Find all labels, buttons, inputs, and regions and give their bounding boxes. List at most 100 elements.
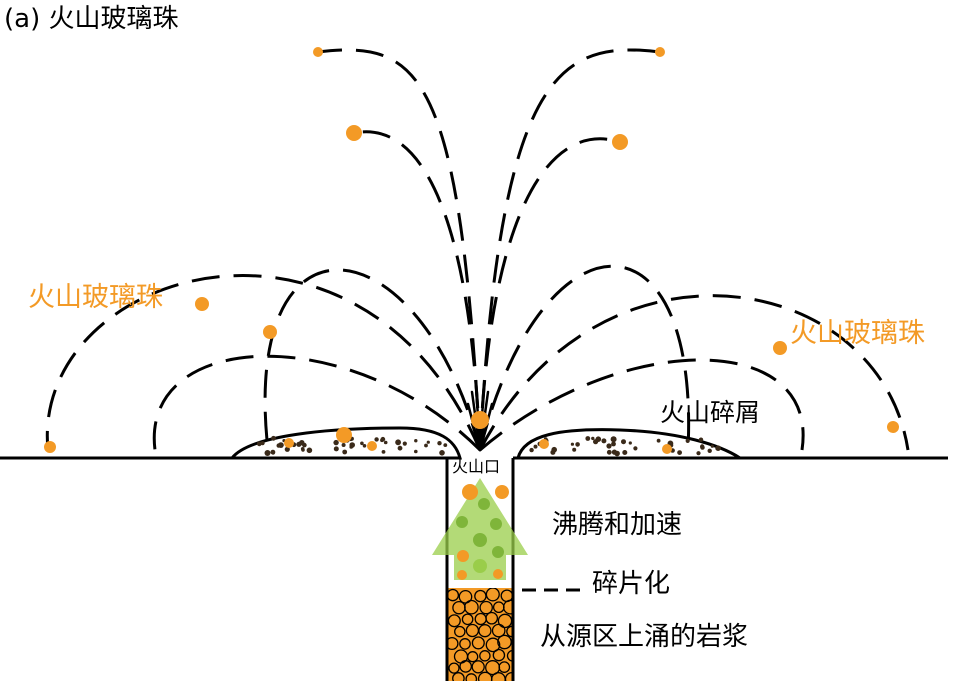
debris-dot	[611, 441, 616, 447]
magma-bubble	[459, 660, 473, 673]
debris-dot	[621, 439, 626, 445]
debris-dot	[529, 447, 534, 453]
debris-dot	[633, 446, 638, 451]
debris-dot	[656, 438, 661, 443]
debris-dot	[710, 444, 714, 448]
bead	[313, 47, 323, 57]
conduit-droplets	[456, 484, 509, 580]
debris-dot	[301, 448, 305, 452]
bead	[539, 439, 549, 449]
magma-bubble	[498, 661, 511, 673]
magma-bubble	[502, 599, 513, 615]
bead	[662, 444, 672, 454]
ballistic-trajectories	[45, 48, 910, 452]
conduit-droplet	[492, 546, 504, 558]
glass-beads	[44, 47, 899, 454]
debris-dot	[414, 439, 418, 443]
magma-bubble	[492, 648, 506, 662]
bead	[336, 427, 352, 443]
bead	[284, 438, 294, 448]
debris-dot	[306, 447, 313, 454]
debris-dot	[362, 444, 367, 448]
debris-dot	[575, 442, 580, 447]
conduit-droplet	[462, 484, 478, 500]
trajectory-outer-right	[478, 294, 910, 451]
magma-bubble	[471, 636, 485, 650]
debris-dot	[437, 441, 442, 446]
debris-dot	[264, 450, 271, 456]
ascent-arrow	[432, 478, 528, 580]
magma-bubble	[459, 638, 471, 650]
magma-bubble	[448, 662, 460, 674]
label-magma: 从源区上涌的岩浆	[540, 622, 749, 652]
bead	[44, 441, 56, 453]
debris-dot	[707, 448, 712, 453]
debris-dot	[395, 439, 401, 446]
magma-bubble	[479, 650, 491, 662]
trajectory-wide-right	[479, 358, 805, 452]
debris-dot	[572, 447, 577, 452]
trajectory-steep-left	[353, 130, 482, 451]
debris-dot	[685, 438, 690, 443]
bead	[655, 47, 665, 57]
debris-dot	[601, 438, 607, 444]
debris-dot	[698, 437, 704, 442]
debris-dot	[424, 443, 428, 448]
debris-dot	[570, 442, 575, 446]
debris-dot	[622, 450, 628, 455]
debris-dot	[533, 444, 538, 449]
conduit-droplet	[457, 570, 467, 580]
debris-dot	[716, 446, 720, 451]
magma-bubble	[485, 588, 500, 602]
bead	[471, 411, 489, 429]
debris-dot	[383, 440, 388, 445]
debris-dot	[677, 450, 682, 455]
bead	[887, 421, 899, 433]
trajectory-mid-right	[478, 264, 691, 451]
bead	[263, 325, 277, 339]
magma-bubble	[497, 634, 512, 650]
magma-bubble	[465, 673, 478, 681]
debris-dot	[611, 449, 618, 455]
conduit-droplet	[490, 518, 502, 530]
conduit-droplet	[473, 533, 487, 547]
magma-bubble	[464, 599, 479, 615]
label-debris: 火山碎屑	[660, 398, 761, 427]
debris-dot	[341, 443, 346, 447]
debris-dot	[381, 450, 386, 454]
debris-dot	[606, 443, 612, 449]
bead	[773, 341, 787, 355]
bead	[346, 125, 362, 141]
magma-bubble	[454, 625, 466, 638]
debris-dot	[397, 445, 403, 451]
label-glass-bead-left: 火山玻璃珠	[28, 282, 163, 313]
conduit-droplet	[473, 559, 487, 573]
magma-bubble	[485, 637, 501, 653]
debris-dot	[414, 449, 418, 454]
magma-bubble	[485, 611, 499, 625]
magma-bubble	[452, 672, 465, 681]
figure-title: (a) 火山玻璃珠	[4, 4, 179, 34]
magma-bubble	[478, 624, 492, 638]
magma-bubble	[447, 636, 459, 651]
debris-dot	[551, 446, 557, 453]
bead	[195, 297, 209, 311]
magma-bubble	[471, 660, 485, 674]
debris-particles	[256, 435, 721, 457]
conduit-droplet	[493, 569, 503, 579]
debris-dot	[256, 441, 262, 447]
debris-dot	[593, 439, 599, 445]
trajectory-wide-left	[152, 354, 482, 452]
debris-dot	[696, 451, 701, 456]
debris-dot	[333, 446, 339, 452]
magma-bubble	[467, 651, 479, 663]
magma-bubble	[479, 600, 493, 615]
trajectory-high-right	[478, 48, 661, 451]
debris-dot	[610, 436, 617, 443]
debris-dot	[700, 445, 705, 450]
debris-dot	[591, 436, 595, 441]
trajectory-steep-right	[478, 137, 621, 451]
debris-dot	[606, 449, 612, 455]
debris-dot	[342, 449, 348, 455]
